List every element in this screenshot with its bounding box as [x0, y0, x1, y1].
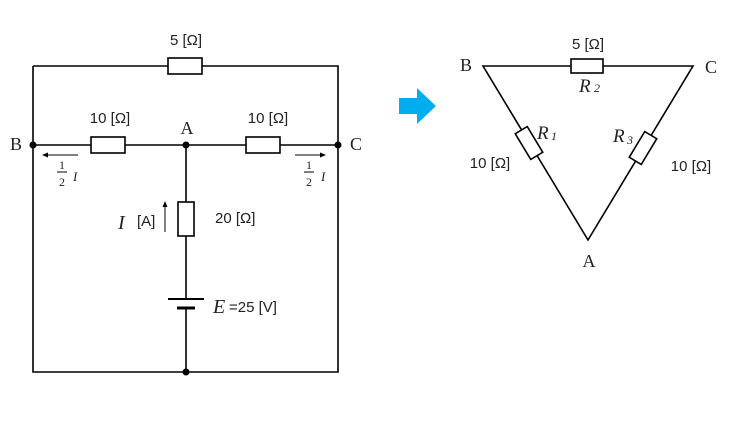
node-c-label: C: [350, 134, 362, 154]
left-circuit: 5 [Ω] 10 [Ω] 10 [Ω] 20 [Ω] A B C 1 2 I 1…: [10, 32, 362, 376]
r2-symbol: R: [578, 76, 591, 97]
left-resistor-label: 10 [Ω]: [90, 110, 130, 127]
right-current-arrow: [295, 152, 326, 158]
r3-resistor: [628, 130, 658, 166]
emf-value: =25 [V]: [229, 299, 277, 316]
top-resistor: [167, 57, 203, 75]
r1-resistor: [514, 125, 544, 161]
center-resistor: [177, 201, 195, 237]
r1-subscript: 1: [551, 129, 557, 143]
svg-text:2: 2: [59, 175, 65, 189]
node-b-label: B: [10, 134, 22, 154]
junction-c: [334, 141, 342, 149]
right-circuit: B C A 5 [Ω] R 2 R 1 10 [Ω] R 3 10 [Ω]: [460, 36, 717, 271]
left-resistor: [90, 136, 126, 154]
r2-resistor: [570, 58, 604, 74]
svg-text:I: I: [72, 169, 78, 184]
top-resistor-label: 5 [Ω]: [170, 32, 202, 49]
current-symbol: I: [117, 212, 126, 234]
right-half-current: 1 2 I: [304, 158, 326, 189]
transform-arrow-icon: [399, 88, 436, 124]
r3-subscript: 3: [626, 133, 633, 147]
right-resistor-label: 10 [Ω]: [248, 110, 288, 127]
center-resistor-label: 20 [Ω]: [215, 210, 255, 227]
right-resistor: [245, 136, 281, 154]
emf-symbol: E: [212, 296, 225, 318]
svg-text:2: 2: [306, 175, 312, 189]
junction-b: [29, 141, 37, 149]
delta-node-a-label: A: [583, 251, 596, 271]
left-half-current: 1 2 I: [57, 158, 78, 189]
r1-value-label: 10 [Ω]: [470, 155, 510, 172]
center-current-arrow: [162, 201, 168, 232]
r3-symbol: R: [612, 126, 625, 147]
delta-node-b-label: B: [460, 55, 472, 75]
junction-a: [182, 141, 190, 149]
delta-node-c-label: C: [705, 57, 717, 77]
r2-value-label: 5 [Ω]: [572, 36, 604, 53]
r2-subscript: 2: [594, 81, 600, 95]
svg-text:1: 1: [59, 158, 65, 172]
current-unit: [A]: [137, 213, 155, 230]
left-current-arrow: [42, 152, 78, 158]
junction-bottom: [182, 368, 190, 376]
r1-symbol: R: [536, 123, 549, 144]
svg-text:I: I: [320, 169, 326, 184]
node-a-label: A: [181, 118, 194, 138]
svg-text:1: 1: [306, 158, 312, 172]
r3-value-label: 10 [Ω]: [671, 158, 711, 175]
outer-loop-wire: [32, 65, 339, 373]
